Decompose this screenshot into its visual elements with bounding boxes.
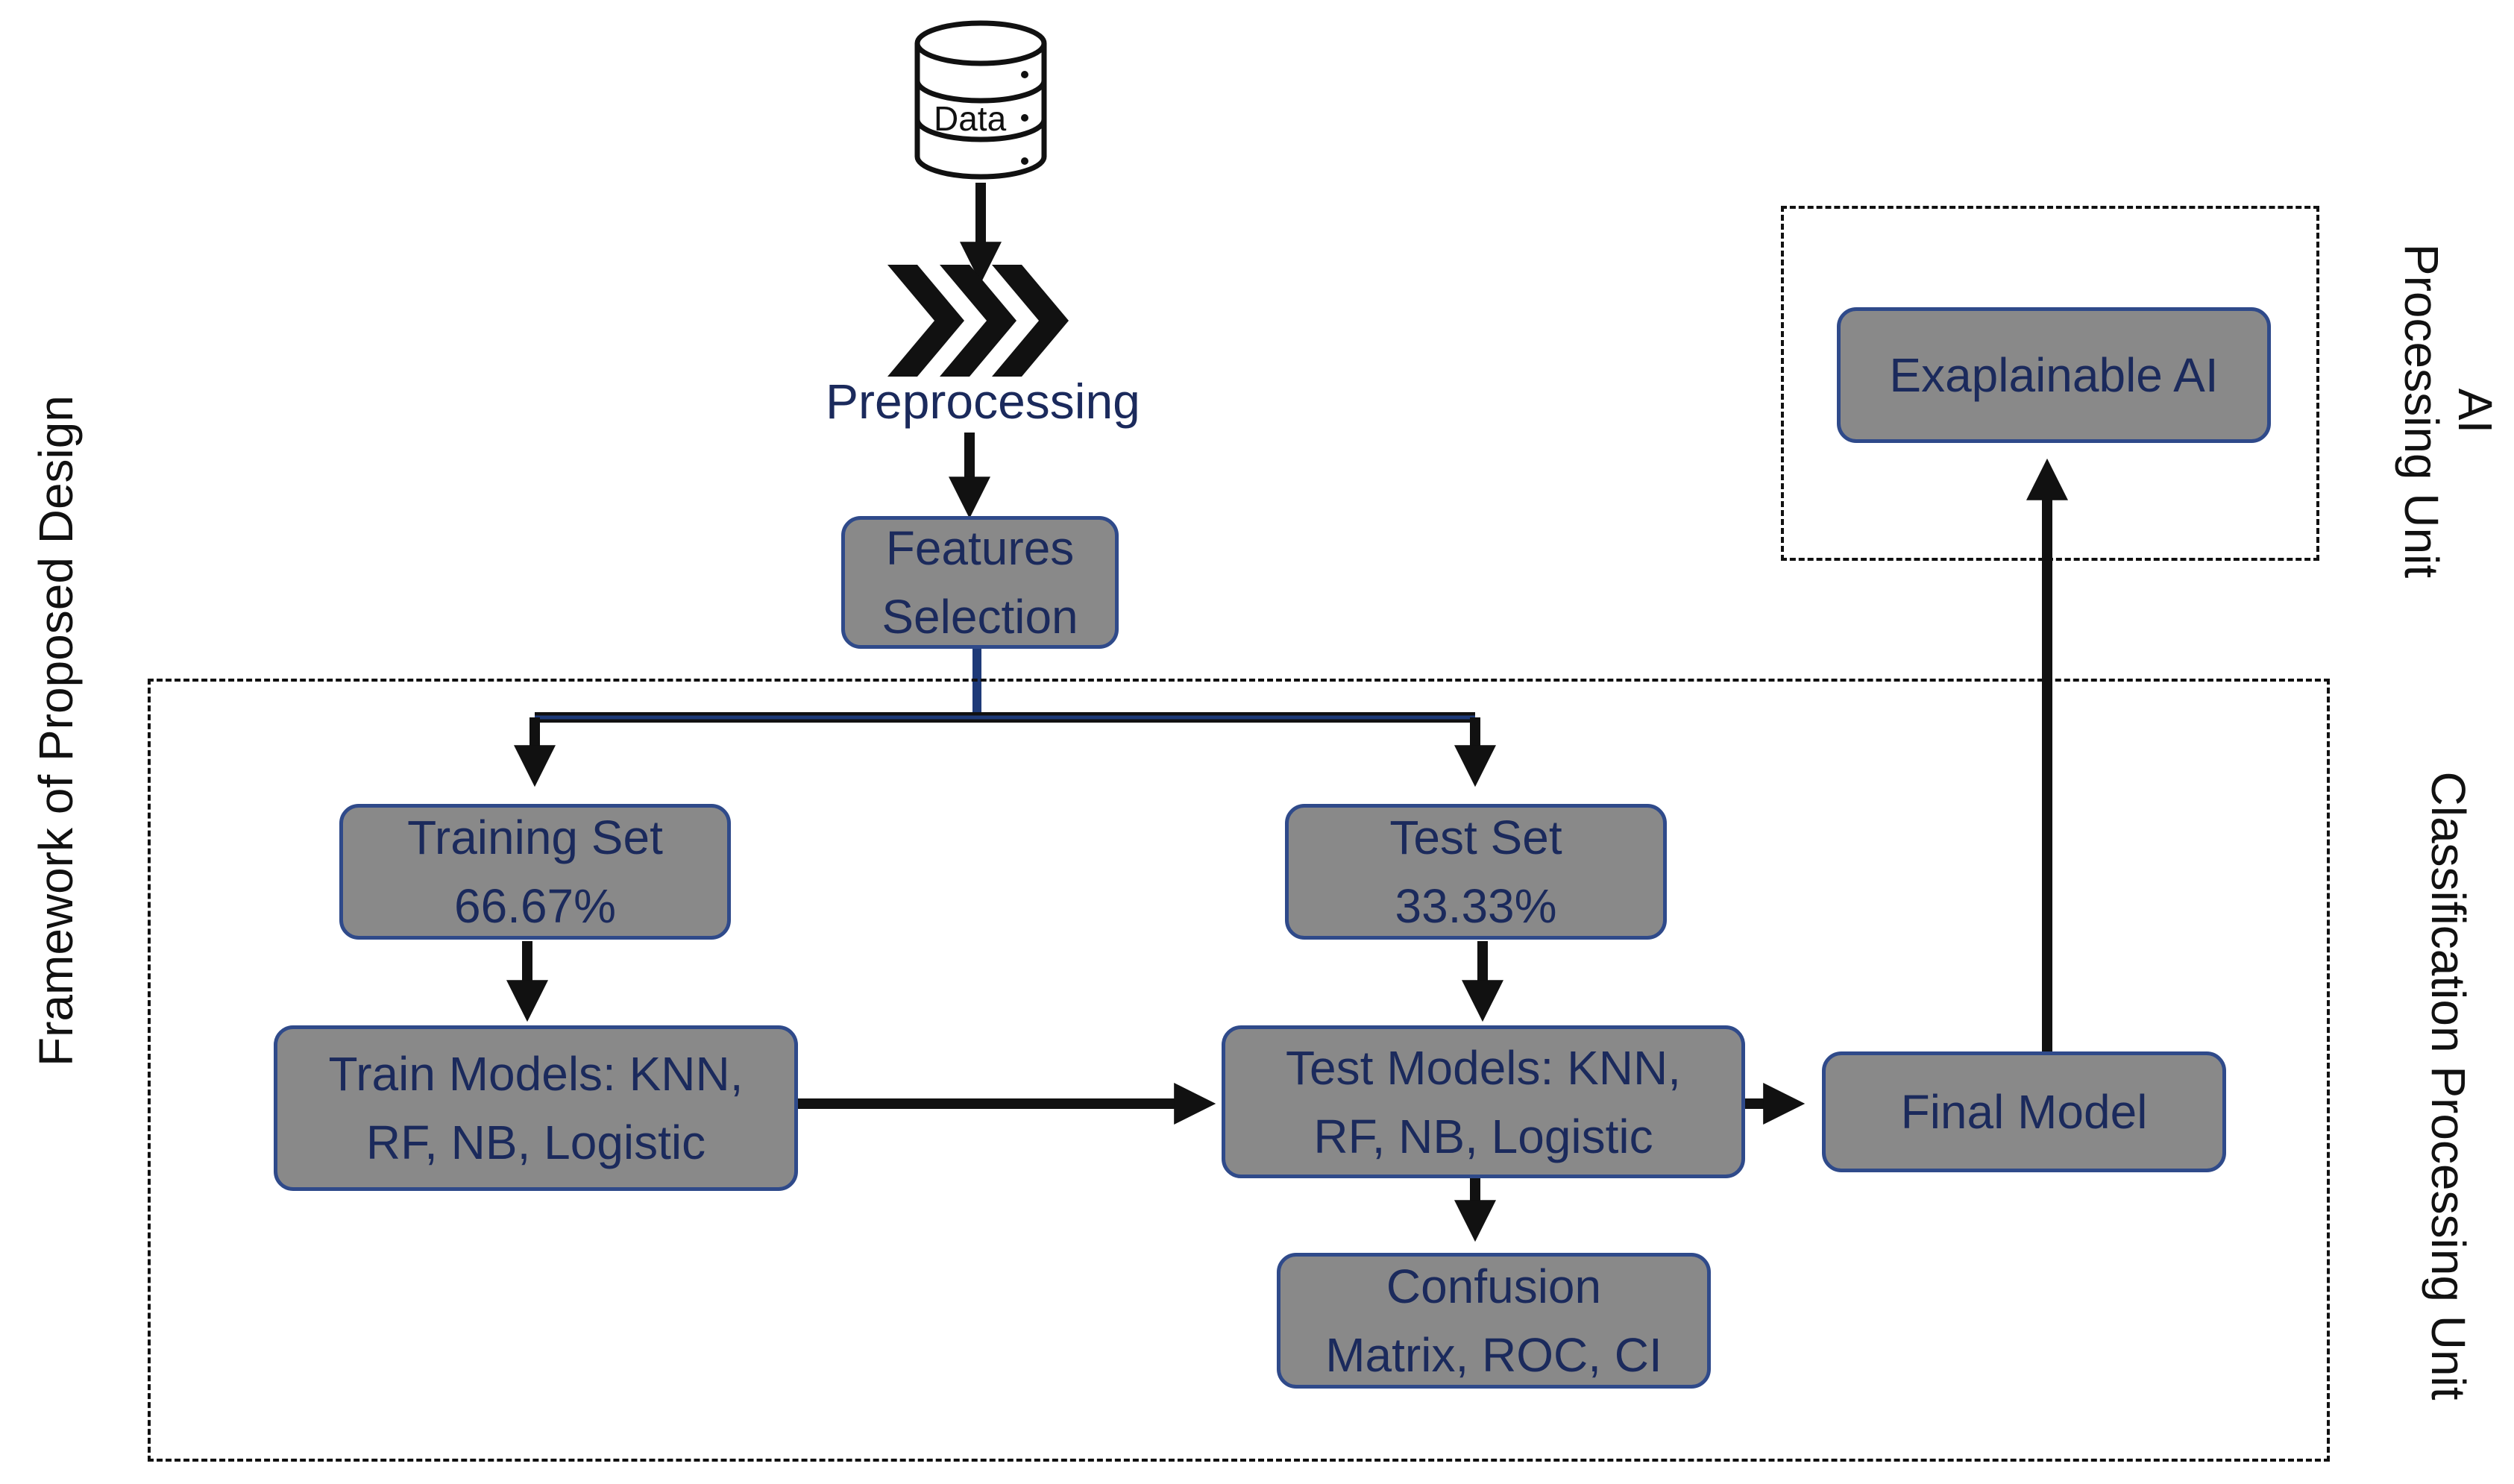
features-selection-line-2: Selection xyxy=(882,590,1078,644)
final-model-line-1: Final Model xyxy=(1900,1085,2148,1139)
test-set-box: Test Set 33.33% xyxy=(1285,804,1667,940)
test-set-line-1: Test Set xyxy=(1389,811,1562,864)
framework-title: Framework of Proposed Design xyxy=(29,395,83,1066)
ai-unit-label-line-2: Processing Unit xyxy=(2395,243,2448,579)
train-models-box: Train Models: KNN, RF, NB, Logistic xyxy=(274,1025,798,1191)
test-set-line-2: 33.33% xyxy=(1395,879,1557,933)
data-label: Data xyxy=(934,99,1007,138)
training-set-line-1: Training Set xyxy=(407,811,663,864)
chevrons-icon xyxy=(887,265,1069,377)
classification-unit-frame xyxy=(148,679,2330,1462)
test-models-line-2: RF, NB, Logistic xyxy=(1313,1109,1653,1163)
ai-unit-label-line-1: AI xyxy=(2448,388,2502,434)
training-set-line-2: 66.67% xyxy=(453,879,617,933)
train-models-line-2: RF, NB, Logistic xyxy=(365,1116,706,1169)
confusion-matrix-line-2: Matrix, ROC, CI xyxy=(1325,1328,1662,1382)
ai-unit-label: AI Processing Unit xyxy=(2390,202,2502,620)
training-set-box: Training Set 66.67% xyxy=(339,804,731,940)
ai-unit-frame xyxy=(1781,206,2319,561)
explainable-ai-line-1: Exaplainable AI xyxy=(1889,348,2219,402)
final-model-box: Final Model xyxy=(1822,1051,2226,1172)
classification-unit-label: Classification Processing Unit xyxy=(2422,771,2475,1400)
features-selection-box: Features Selection xyxy=(841,516,1119,649)
confusion-matrix-box: Confusion Matrix, ROC, CI xyxy=(1277,1253,1711,1389)
features-selection-line-1: Features xyxy=(885,521,1075,575)
test-models-box: Test Models: KNN, RF, NB, Logistic xyxy=(1222,1025,1745,1178)
train-models-line-1: Train Models: KNN, xyxy=(328,1047,744,1101)
preprocessing-label: Preprocessing xyxy=(826,374,1140,429)
test-models-line-1: Test Models: KNN, xyxy=(1286,1040,1681,1095)
confusion-matrix-line-1: Confusion xyxy=(1386,1260,1602,1313)
database-icon xyxy=(914,20,1047,180)
explainable-ai-box: Exaplainable AI xyxy=(1837,307,2271,443)
